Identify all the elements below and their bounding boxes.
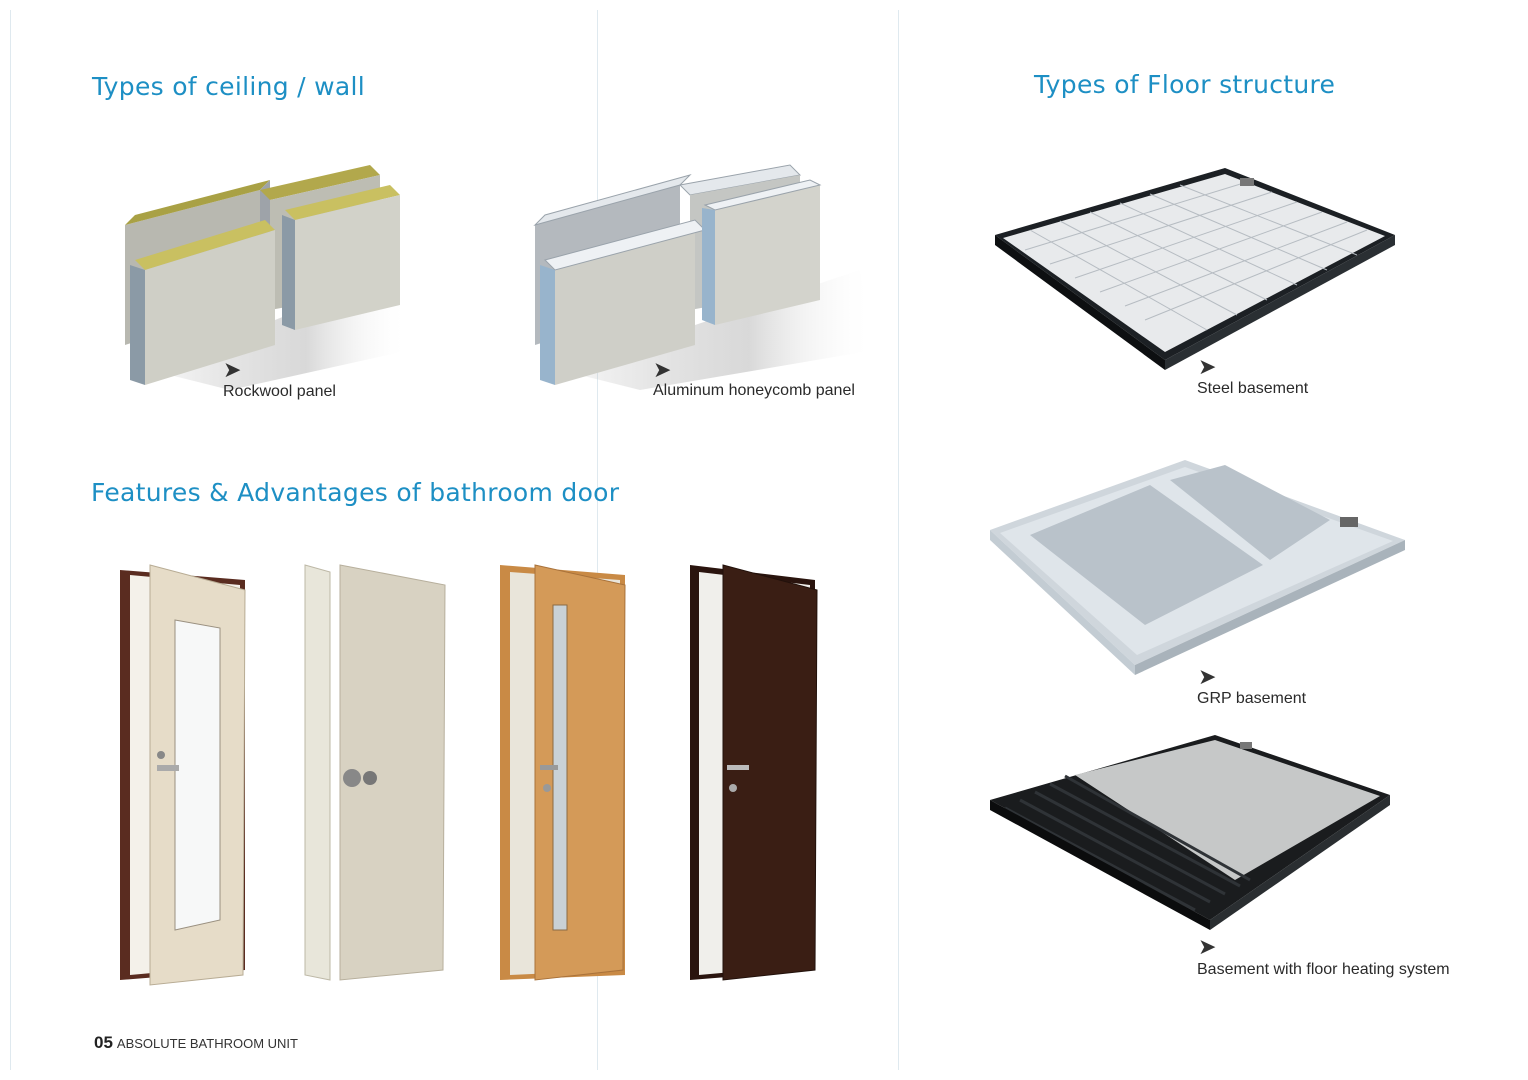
arrow-pointer-icon: ➤ [1198, 354, 1217, 379]
dark-wood-door-illustration [690, 564, 818, 981]
arrow-pointer-icon: ➤ [1198, 934, 1217, 959]
floor-structure-heading: Types of Floor structure [1034, 70, 1336, 99]
arrow-pointer-icon: ➤ [223, 357, 242, 382]
page-fold-line [898, 10, 899, 1070]
door-features-heading: Features & Advantages of bathroom door [91, 478, 620, 507]
arrow-pointer-icon: ➤ [653, 357, 672, 382]
steel-basement-illustration [995, 168, 1395, 370]
grp-basement-illustration [990, 460, 1405, 675]
heated-basement-caption: Basement with floor heating system [1197, 961, 1450, 978]
wood-glass-slit-door-illustration [500, 564, 626, 981]
rockwool-panel-illustration [125, 165, 410, 390]
page-edge-line [10, 10, 11, 1070]
oak-veneer-door-illustration [304, 564, 446, 981]
arrow-pointer-icon: ➤ [1198, 664, 1217, 689]
grp-basement-caption: GRP basement [1197, 690, 1307, 707]
page-fold-line [597, 10, 598, 1070]
heated-basement-illustration [990, 735, 1390, 930]
honeycomb-panel-caption: Aluminum honeycomb panel [653, 382, 855, 399]
page-number: 05 [94, 1033, 113, 1052]
honeycomb-panel-illustration [533, 164, 875, 390]
glass-panel-door-illustration [120, 564, 246, 986]
ceiling-wall-heading: Types of ceiling / wall [92, 72, 365, 101]
rockwool-panel-caption: Rockwool panel [223, 383, 336, 400]
footer-title: ABSOLUTE BATHROOM UNIT [116, 1036, 298, 1051]
steel-basement-caption: Steel basement [1197, 380, 1309, 397]
